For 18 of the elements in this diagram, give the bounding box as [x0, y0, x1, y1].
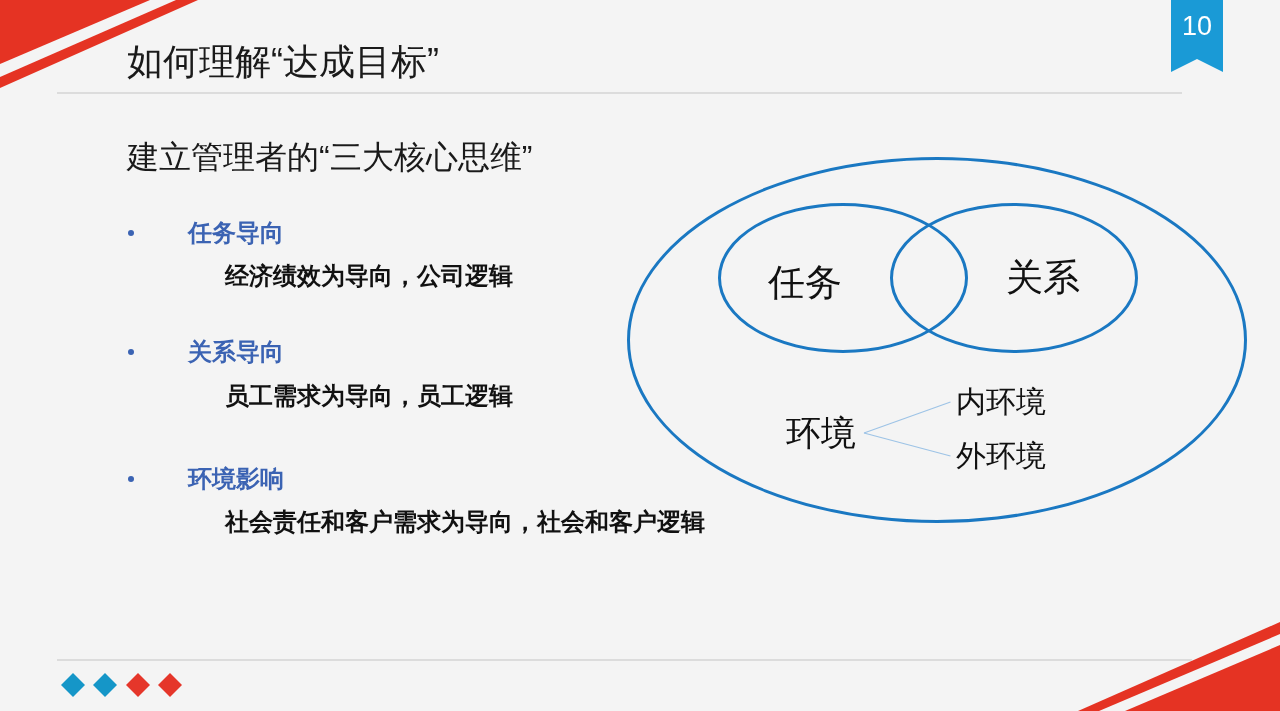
- bullet-heading: 任务导向: [188, 218, 284, 248]
- slide-subtitle: 建立管理者的“三大核心思维”: [127, 137, 533, 177]
- bullet-text: 社会责任和客户需求为导向，社会和客户逻辑: [225, 507, 705, 537]
- bullet-text: 经济绩效为导向，公司逻辑: [225, 261, 513, 291]
- bullet-text: 员工需求为导向，员工逻辑: [225, 381, 513, 411]
- venn-label: 环境: [786, 412, 864, 454]
- bullet-heading: 环境影响: [188, 464, 284, 494]
- connector-line: [863, 432, 952, 457]
- page-number-ribbon: 10: [1171, 0, 1223, 72]
- circle-label: 关系: [1006, 255, 1080, 300]
- bullet-heading: 关系导向: [188, 337, 284, 367]
- circle-label: 任务: [768, 260, 842, 305]
- slide-title: 如何理解“达成目标”: [127, 40, 439, 84]
- venn-circle: [718, 203, 968, 353]
- connector-line: [863, 401, 952, 434]
- venn-label: 外环境: [950, 438, 1046, 474]
- venn-circle: [890, 203, 1138, 353]
- venn-label: 内环境: [950, 384, 1046, 420]
